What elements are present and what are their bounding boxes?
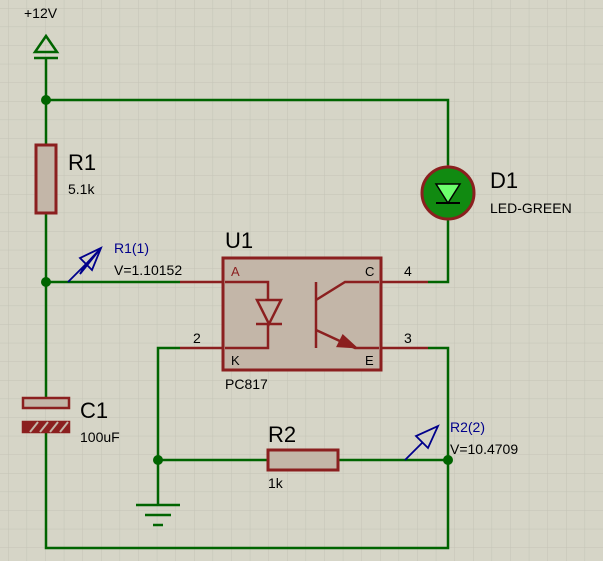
capacitor-c1[interactable]: C1 100uF: [21, 396, 120, 445]
probe1-name: R1(1): [114, 240, 149, 256]
u1-body: [221, 256, 383, 372]
power-terminal[interactable]: +12V: [24, 5, 60, 60]
probe1-head: [78, 246, 103, 272]
u1-pin-c: C: [365, 264, 374, 279]
probe2-value: V=10.4709: [450, 441, 518, 457]
optocoupler-u1[interactable]: U1 PC817 A K C E 2 4 3: [180, 228, 428, 392]
wires: [44, 58, 450, 550]
r2-ref: R2: [268, 422, 296, 447]
resistor-r2-body: [266, 448, 340, 472]
r1-ref: R1: [68, 150, 96, 175]
voltage-probe-2[interactable]: R2(2) V=10.4709: [404, 419, 518, 461]
wire-cathode-ground: [156, 346, 180, 505]
resistor-r1-body: [34, 143, 58, 215]
u1-phototransistor-icon: [314, 280, 379, 350]
u1-pin-num-k: 2: [193, 330, 201, 346]
u1-internal-diode-icon: [225, 280, 284, 350]
junction-dot: [41, 277, 51, 287]
probe2-name: R2(2): [450, 419, 485, 435]
r2-value: 1k: [268, 475, 284, 491]
d1-ref: D1: [490, 168, 518, 193]
ground-symbol-icon: [136, 503, 180, 527]
u1-ref: U1: [225, 228, 253, 253]
u1-pin-k: K: [231, 353, 240, 368]
u1-pin-a: A: [231, 264, 240, 279]
c1-plate-bottom: [21, 420, 71, 434]
r1-value: 5.1k: [68, 181, 95, 197]
d1-value: LED-GREEN: [490, 200, 572, 216]
voltage-probe-1[interactable]: R1(1) V=1.10152: [67, 240, 182, 283]
c1-hatch: [29, 421, 69, 433]
probe1-value: V=1.10152: [114, 262, 182, 278]
junction-dot: [443, 455, 453, 465]
probe2-arrow-icon: [404, 441, 424, 461]
probe2-head: [414, 424, 440, 450]
probe1-arrow-icon: [67, 247, 102, 283]
led-diode-triangle: [434, 183, 462, 205]
resistor-r1[interactable]: R1 5.1k: [34, 143, 96, 215]
power-terminal-arrow-icon: [32, 33, 60, 60]
wire-led-collector: [428, 220, 450, 284]
u1-pin-num-c: 4: [404, 263, 412, 279]
junction-dot: [41, 95, 51, 105]
u1-pins: [180, 280, 428, 350]
power-label: +12V: [24, 5, 58, 21]
u1-pin-num-e: 3: [404, 330, 412, 346]
junction-dot: [153, 455, 163, 465]
c1-plate-top: [21, 396, 71, 410]
c1-ref: C1: [80, 398, 108, 423]
resistor-r2[interactable]: R2 1k: [266, 422, 340, 491]
u1-part: PC817: [225, 376, 268, 392]
wire-top-rail: [46, 98, 450, 165]
u1-pin-e: E: [365, 353, 374, 368]
c1-value: 100uF: [80, 429, 120, 445]
led-d1[interactable]: D1 LED-GREEN: [420, 165, 572, 221]
junctions: [41, 95, 453, 465]
wire-bottom-emitter: [44, 346, 450, 550]
